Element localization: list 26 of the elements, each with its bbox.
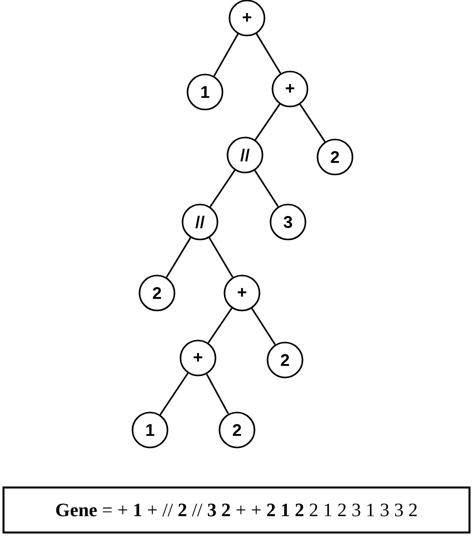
edge [159, 372, 189, 416]
tree-node: 2 [218, 412, 256, 448]
tree-node: // [226, 136, 264, 174]
edge [208, 237, 234, 278]
edge [254, 104, 280, 140]
tree-node: 1 [132, 412, 168, 448]
edge [206, 374, 229, 414]
edge [210, 170, 236, 208]
tree-node: // [182, 204, 218, 240]
tree-node: + [272, 70, 308, 108]
edge [166, 237, 192, 278]
tree-node: 2 [266, 342, 304, 378]
tree-node: 2 [316, 138, 354, 176]
tree-node: 2 [138, 274, 176, 312]
edge [256, 33, 282, 74]
edge [208, 308, 232, 344]
tree-node: + [180, 340, 216, 376]
tree-node: + [228, 0, 266, 36]
edge [251, 308, 276, 346]
gene-box: Gene = + 1 + // 2 // 3 2 + + 2 1 2 2 1 2 3 1 3 3 2 [2, 486, 470, 534]
tree-node: 1 [186, 74, 224, 110]
tree-node: + [224, 274, 260, 312]
edge [254, 170, 279, 208]
tree-node: 3 [270, 204, 306, 240]
edge [213, 34, 239, 76]
edge [299, 104, 326, 142]
